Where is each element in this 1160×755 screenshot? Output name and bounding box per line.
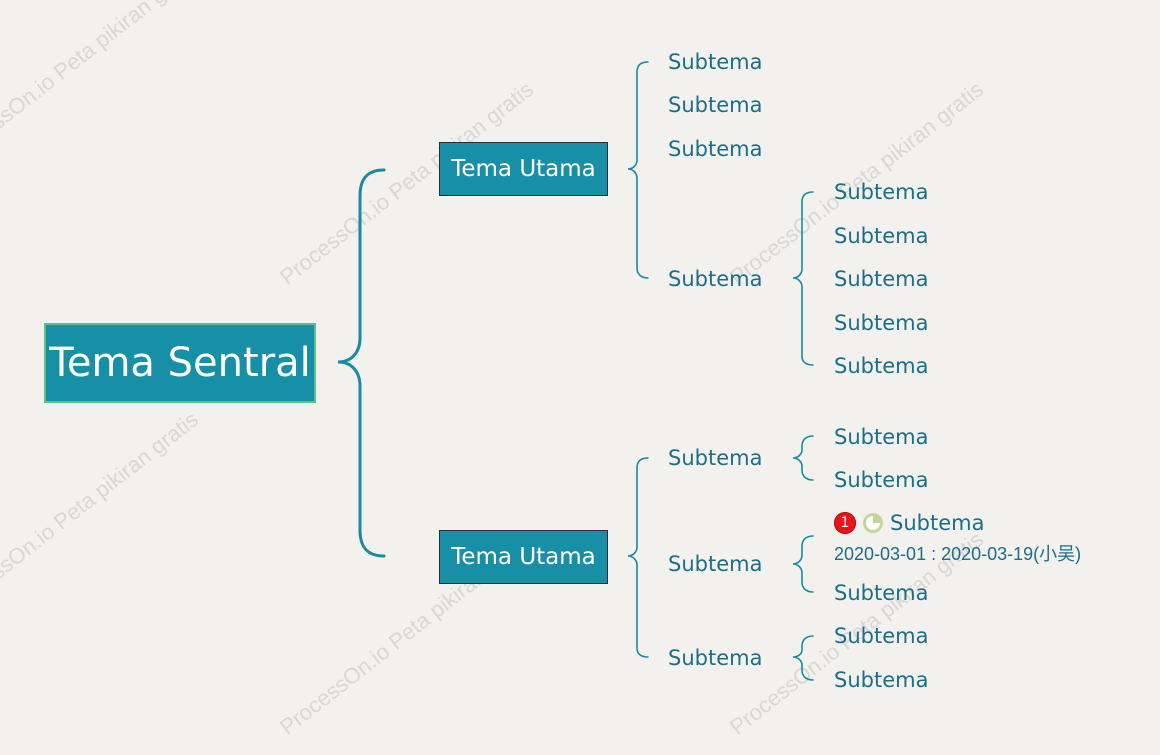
central-topic[interactable]: Tema Sentral: [44, 323, 316, 403]
sub-subtopic[interactable]: Subtema: [834, 581, 929, 605]
subtopic[interactable]: Subtema: [668, 93, 763, 117]
subtopic[interactable]: Subtema: [668, 552, 763, 576]
task-dates: 2020-03-01 : 2020-03-19(小吴): [834, 544, 1082, 564]
central-bracket: [337, 168, 386, 558]
main-topic-2[interactable]: Tema Utama: [439, 530, 608, 584]
main-topic-1[interactable]: Tema Utama: [439, 142, 608, 196]
progress-quarter-icon: [863, 513, 883, 533]
subtopic-bracket: [792, 191, 814, 366]
subtopic[interactable]: Subtema: [668, 267, 763, 291]
subtopic[interactable]: Subtema: [668, 646, 763, 670]
subtopic[interactable]: Subtema: [668, 137, 763, 161]
subtopic-bracket: [792, 435, 814, 481]
main-topic-2-bracket: [627, 457, 649, 658]
sub-subtopic[interactable]: Subtema: [834, 224, 929, 248]
subtopic[interactable]: Subtema: [668, 50, 763, 74]
main-topic-1-bracket: [627, 61, 649, 279]
task-subtopic[interactable]: 1 Subtema: [834, 511, 984, 535]
sub-subtopic[interactable]: Subtema: [834, 354, 929, 378]
sub-subtopic[interactable]: Subtema: [834, 267, 929, 291]
sub-subtopic[interactable]: Subtema: [834, 180, 929, 204]
sub-subtopic[interactable]: Subtema: [834, 425, 929, 449]
sub-subtopic[interactable]: Subtema: [834, 624, 929, 648]
subtopic[interactable]: Subtema: [668, 446, 763, 470]
task-label: Subtema: [890, 511, 985, 535]
subtopic-bracket: [792, 535, 814, 593]
priority-1-icon: 1: [834, 512, 856, 534]
subtopic-bracket: [792, 635, 814, 681]
sub-subtopic[interactable]: Subtema: [834, 668, 929, 692]
sub-subtopic[interactable]: Subtema: [834, 311, 929, 335]
sub-subtopic[interactable]: Subtema: [834, 468, 929, 492]
